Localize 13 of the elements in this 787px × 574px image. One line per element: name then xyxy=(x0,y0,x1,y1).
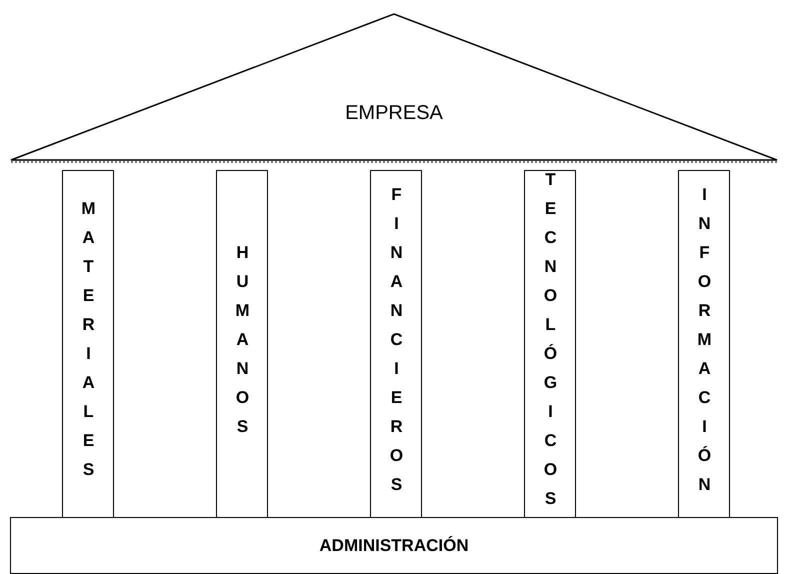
pillar xyxy=(62,170,114,518)
pillar xyxy=(524,170,576,518)
vertical-pillar-label: FINANCIEROS xyxy=(386,184,406,504)
roof-label: EMPRESA xyxy=(345,102,443,124)
base-slab xyxy=(10,517,778,574)
vertical-pillar-label: HUMANOS xyxy=(232,242,252,446)
pillar xyxy=(370,170,422,518)
pillar xyxy=(216,170,268,518)
vertical-pillar-label: INFORMACIÓN xyxy=(694,184,714,504)
vertical-pillar-label: TECNOLÓGICOS xyxy=(540,170,560,518)
pillar xyxy=(678,170,730,518)
base-label: ADMINISTRACIÓN xyxy=(319,536,469,556)
vertical-pillar-label: MATERIALES xyxy=(78,199,98,489)
